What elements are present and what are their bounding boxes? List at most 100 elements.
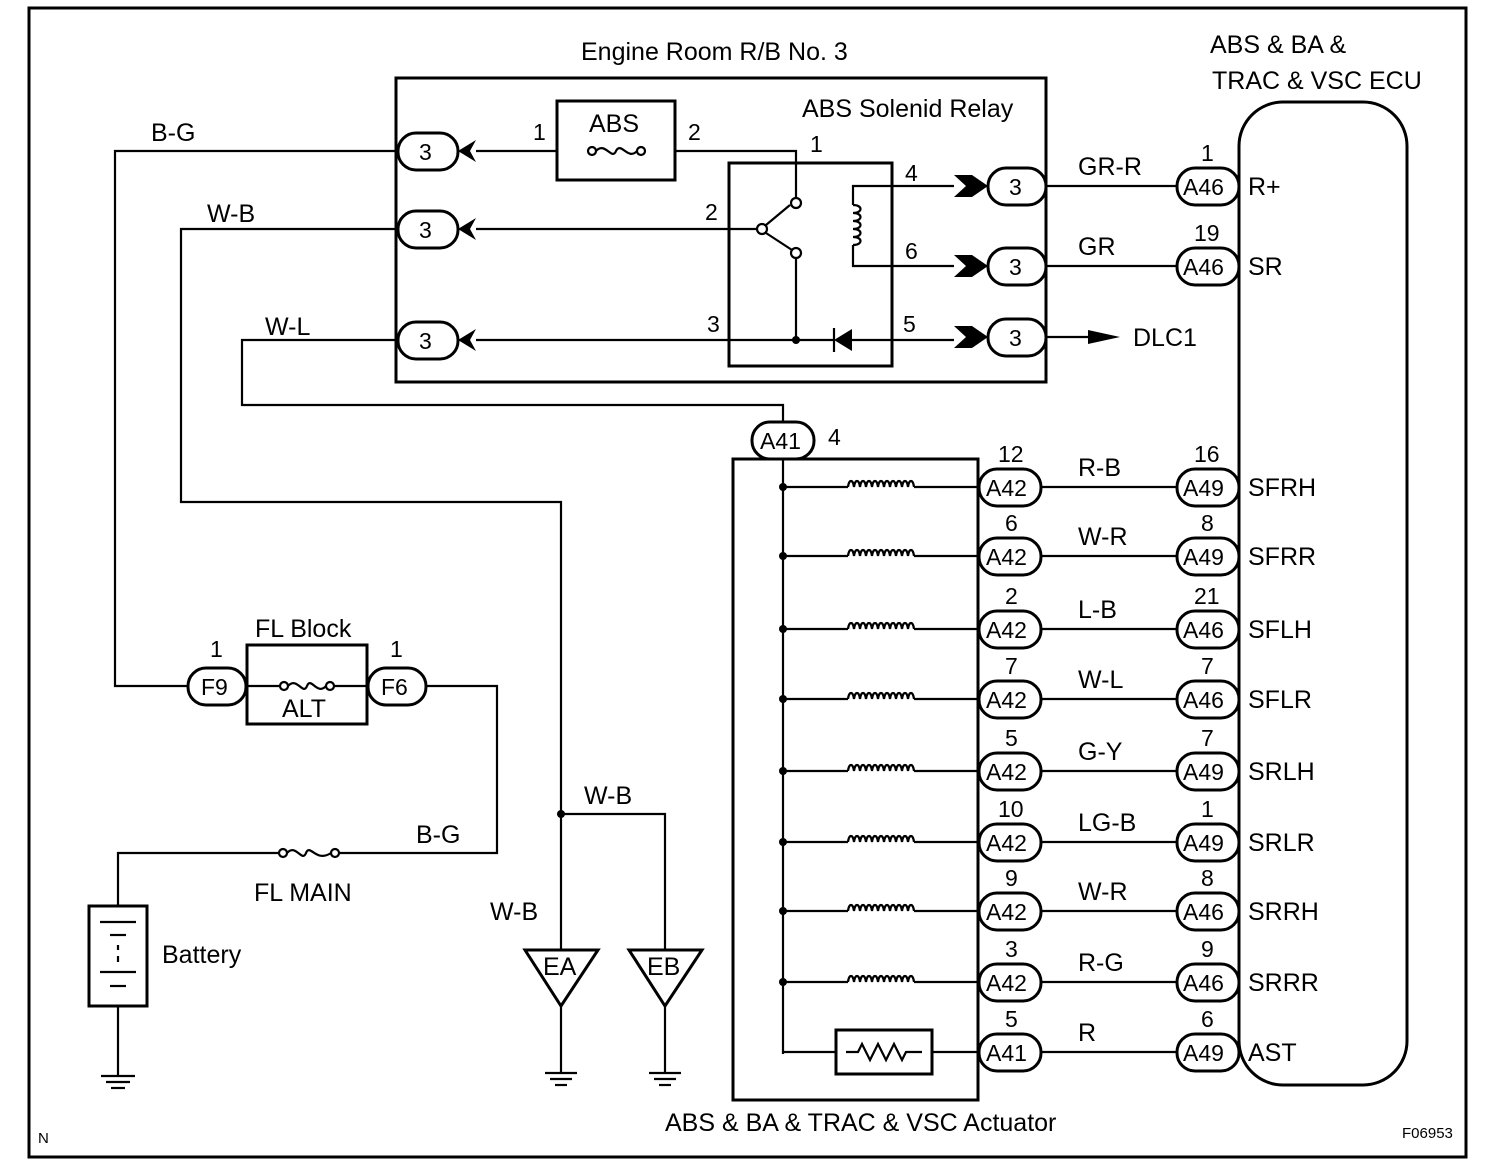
actuator-connector-label: A42 [986, 617, 1027, 643]
ecu-terminal-name: SRLH [1248, 758, 1315, 786]
wb-ground-wire [561, 812, 667, 950]
battery-wire [116, 851, 279, 906]
ground-eb-label: EB [647, 953, 680, 981]
actuator-pin-number: 9 [1005, 865, 1018, 891]
actuator-connector-label: A41 [986, 1040, 1027, 1066]
ecu-connector-label: A49 [1183, 1040, 1224, 1066]
wire-label-bg-battery: B-G [416, 821, 460, 849]
wl-wire [240, 338, 785, 422]
actuator-pin-number: 10 [998, 796, 1024, 822]
actuator-connector-label: A42 [986, 899, 1027, 925]
figure-code: F06953 [1402, 1125, 1453, 1142]
abs-fuse-pin-right: 2 [688, 119, 701, 145]
wire-color-label: G-Y [1078, 738, 1123, 766]
actuator-connector [977, 1032, 1043, 1073]
fl-left-connector-label: F9 [201, 674, 228, 700]
ecu-pin-number: 1 [1201, 140, 1214, 166]
abs-fuse-pin-left: 1 [533, 119, 546, 145]
actuator-pin-number: 5 [1005, 1006, 1018, 1032]
actuator-pin-number: 7 [1005, 653, 1018, 679]
wire-label-wb: W-B [207, 200, 255, 228]
solenoid-coil-icon [846, 834, 916, 843]
ecu-terminal-name: SRRH [1248, 898, 1319, 926]
actuator-title: ABS & BA & TRAC & VSC Actuator [665, 1109, 1056, 1137]
actuator-connector [977, 536, 1043, 577]
actuator-connector [977, 679, 1043, 720]
dlc-arrow-icon [1088, 330, 1120, 344]
ecu-connector-label: A49 [1183, 830, 1224, 856]
ecu-terminal-name: SRRR [1248, 969, 1319, 997]
actuator-connector-label: A42 [986, 544, 1027, 570]
actuator-connector-label: A42 [986, 759, 1027, 785]
ecu-pin-number: 8 [1201, 865, 1214, 891]
ecu-pin-number: 6 [1201, 1006, 1214, 1032]
ecu-pin-number: 7 [1201, 653, 1214, 679]
relay-pin: 3 [707, 311, 720, 337]
actuator-connector-label: A42 [986, 970, 1027, 996]
dlc-label: DLC1 [1133, 324, 1197, 352]
wire-color-label: L-B [1078, 596, 1117, 624]
wire-label-wb-vertical: W-B [490, 898, 538, 926]
ecu-connector [1175, 246, 1241, 287]
bg-wire [113, 149, 398, 688]
wire-color-label: R-B [1078, 454, 1121, 482]
actuator-connector-label: A42 [986, 475, 1027, 501]
actuator-pin-number: 3 [1005, 936, 1018, 962]
ecu-connector [1175, 679, 1241, 720]
wire-color-label: W-R [1078, 878, 1128, 906]
connector-label: 3 [1009, 254, 1022, 280]
wire-color-label: LG-B [1078, 809, 1136, 837]
connector-label: 3 [419, 139, 432, 165]
ecu-terminal-name: R+ [1248, 173, 1281, 201]
ground-eb-icon [626, 948, 705, 1009]
relay-pin: 2 [705, 199, 718, 225]
corner-mark: N [38, 1130, 49, 1147]
fl-main-fuse-icon [277, 847, 341, 859]
ecu-pin-number: 7 [1201, 725, 1214, 751]
ecu-connector [1175, 166, 1241, 207]
ecu-connector [1175, 536, 1241, 577]
fl-right-pin: 1 [390, 636, 403, 662]
wire-label-wb-ground: W-B [584, 782, 632, 810]
ecu-box [1237, 100, 1409, 1087]
alt-fuse-icon [278, 680, 336, 692]
wb-wire [179, 227, 563, 950]
fl-block-title: FL Block [255, 615, 352, 643]
ecu-pin-number: 1 [1201, 796, 1214, 822]
ecu-connector [1175, 609, 1241, 650]
connector-label: 3 [419, 217, 432, 243]
connector-label: 3 [419, 328, 432, 354]
relay-box [727, 161, 894, 368]
relay-left-connectors [396, 131, 476, 361]
ecu-connector [1175, 1032, 1241, 1073]
alt-fuse-label: ALT [282, 695, 326, 723]
wire-color-label: W-R [1078, 523, 1128, 551]
ecu-connector [1175, 467, 1241, 508]
actuator-connector-label: A42 [986, 830, 1027, 856]
ecu-connector-label: A49 [1183, 759, 1224, 785]
solenoid-coil-icon [846, 548, 916, 557]
actuator-pin-number: 2 [1005, 583, 1018, 609]
bg-battery-wire [339, 684, 499, 855]
actuator-top-connector-label: A41 [760, 428, 801, 454]
abs-fuse-icon [586, 145, 647, 157]
ecu-title-line2: TRAC & VSC ECU [1212, 67, 1422, 95]
wire-color-label: GR [1078, 233, 1116, 261]
relay-internal-wiring [476, 149, 954, 352]
wire-color-label: W-L [1078, 666, 1123, 694]
ecu-pin-number: 9 [1201, 936, 1214, 962]
